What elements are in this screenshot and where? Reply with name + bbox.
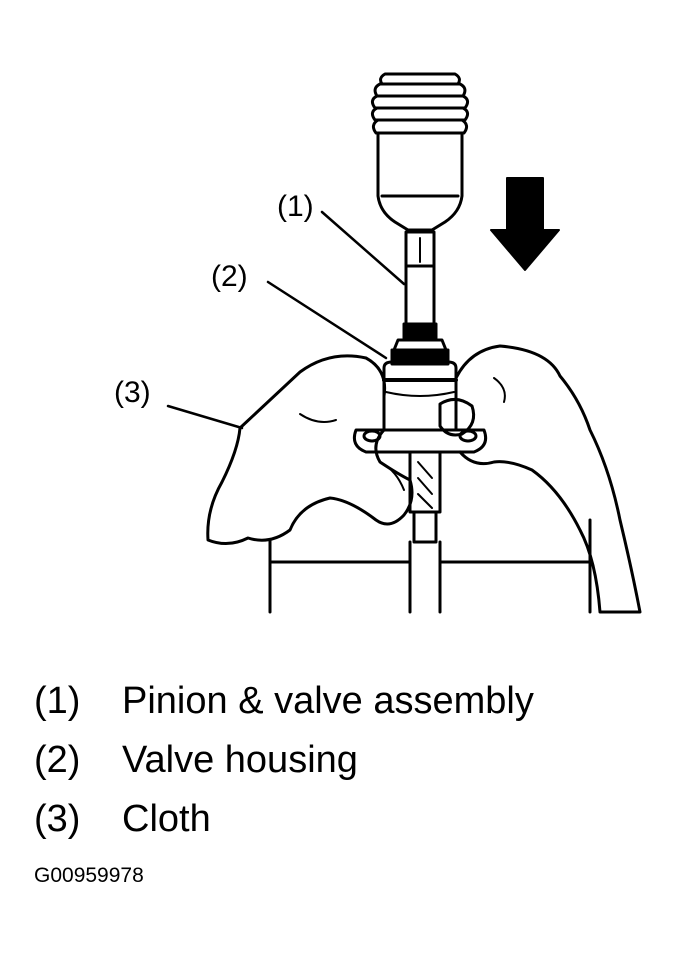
leader-line-2	[266, 280, 388, 360]
callout-3: (3)	[114, 376, 151, 409]
legend-label: Cloth	[122, 798, 211, 840]
cloth	[206, 344, 642, 614]
legend-number: (2)	[34, 739, 81, 781]
support-block	[268, 518, 592, 614]
press-ram	[370, 72, 470, 232]
legend-label: Valve housing	[122, 739, 358, 781]
legend-item-3: (3) Cloth	[34, 798, 211, 840]
legend-number: (1)	[34, 680, 81, 722]
figure-id: G00959978	[34, 864, 144, 887]
callout-1: (1)	[277, 190, 314, 223]
leader-line-1	[320, 210, 406, 286]
callout-2: (2)	[211, 260, 248, 293]
legend-number: (3)	[34, 798, 81, 840]
pinion-valve-assembly	[390, 230, 450, 366]
assembly-diagram	[166, 72, 642, 614]
valve-housing	[352, 360, 488, 544]
legend-item-2: (2) Valve housing	[34, 739, 358, 781]
press-direction-arrow-icon	[490, 177, 560, 271]
leader-line-3	[166, 404, 244, 430]
legend-label: Pinion & valve assembly	[122, 680, 534, 722]
legend-item-1: (1) Pinion & valve assembly	[34, 680, 534, 722]
